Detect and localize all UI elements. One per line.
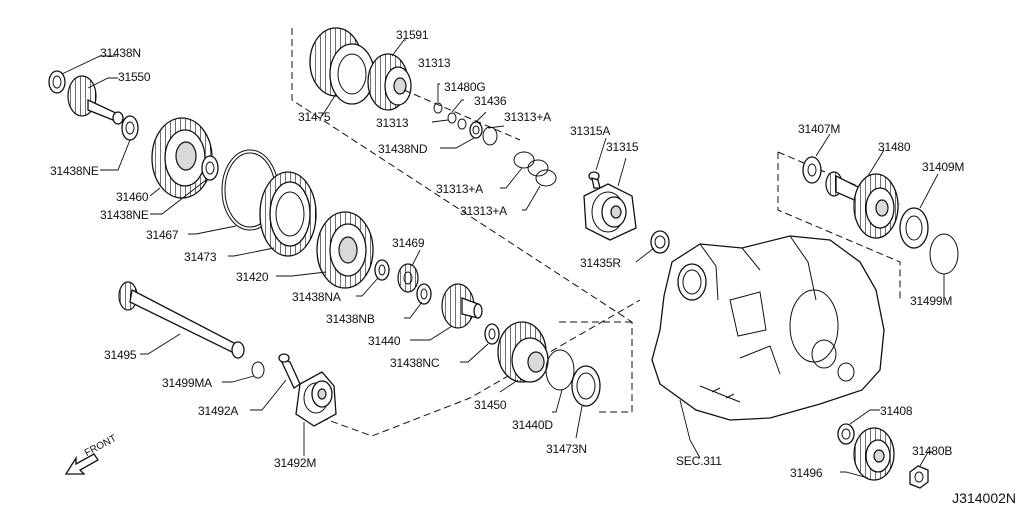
part-31469-gear [397, 263, 419, 293]
label-31408: 31408 [880, 404, 913, 418]
label-31438NB: 31438NB [326, 312, 375, 326]
label-31438ND: 31438ND [378, 142, 428, 156]
label-31440D: 31440D [512, 418, 553, 432]
label-31436: 31436 [474, 94, 507, 108]
label-31473: 31473 [184, 250, 217, 264]
part-31409M-bearing [899, 207, 929, 249]
label-31438NC: 31438NC [390, 356, 440, 370]
part-31496-gear [853, 427, 895, 481]
label-31435R: 31435R [580, 256, 621, 270]
label-31460: 31460 [116, 190, 149, 204]
part-31438NB-bearing [416, 283, 432, 305]
part-31591-gear [367, 53, 412, 111]
part-31435R-seal [650, 230, 670, 254]
label-31469: 31469 [392, 236, 425, 250]
part-31313-clips [433, 102, 467, 130]
transmission-case [651, 235, 885, 421]
part-31438NA-bearing [374, 259, 390, 281]
part-31473-plate [259, 171, 317, 257]
part-31550-pinion [67, 75, 124, 125]
label-31440: 31440 [368, 334, 401, 348]
label-31550: 31550 [118, 70, 151, 84]
part-31492A-bolt [278, 353, 301, 389]
part-31407M-bearing [802, 156, 822, 184]
part-31475-gear [309, 27, 375, 105]
front-arrow-icon [64, 453, 99, 475]
label-31313A-1: 31313+A [504, 110, 551, 124]
part-31438NE-bearing-b [201, 155, 219, 181]
label-31492M: 31492M [274, 456, 317, 470]
label-31438NA: 31438NA [292, 290, 341, 304]
center-dashed-guide [299, 299, 641, 437]
label-31315A: 31315A [570, 124, 611, 138]
part-31499MA-ring [251, 361, 265, 379]
part-31460-gear [151, 117, 213, 199]
label-31473N: 31473N [546, 442, 587, 456]
part-31492M-housing [295, 371, 337, 427]
label-31313A-2: 31313+A [436, 182, 483, 196]
label-31450: 31450 [474, 398, 507, 412]
part-31438ND-bearing [469, 121, 483, 139]
part-31499M-ring [929, 233, 959, 275]
label-31499M: 31499M [910, 294, 953, 308]
part-31438NC-bearing [484, 323, 500, 345]
label-31480B: 31480B [912, 444, 953, 458]
label-31499MA: 31499MA [162, 376, 212, 390]
label-31438N: 31438N [100, 46, 141, 60]
label-31492A: 31492A [198, 404, 239, 418]
label-31480G: 31480G [444, 80, 486, 94]
label-31495: 31495 [104, 348, 137, 362]
part-31436-ring [482, 126, 498, 146]
leader-lines [61, 39, 945, 479]
label-31313A-3: 31313+A [460, 204, 507, 218]
part-31438N-bearing [48, 70, 66, 94]
label-31313-mid: 31313 [376, 116, 409, 130]
part-31440D-ring [545, 349, 575, 391]
part-31313A-shims [513, 151, 557, 187]
part-31480B-nut [909, 465, 929, 489]
part-31450-gear [497, 321, 549, 383]
label-31313-top: 31313 [418, 56, 451, 70]
label-31438NE-b: 31438NE [100, 208, 149, 222]
diagram-code: J314002N [952, 490, 1016, 506]
label-31420: 31420 [236, 270, 269, 284]
part-31420-gear [316, 211, 374, 289]
label-31407M: 31407M [798, 122, 841, 136]
label-31315: 31315 [606, 140, 639, 154]
label-31480: 31480 [878, 140, 911, 154]
label-31475: 31475 [298, 110, 331, 124]
label-31438NE-a: 31438NE [50, 164, 99, 178]
part-31495-shaft [118, 281, 245, 359]
part-31440-gear [441, 283, 483, 329]
label-sec-311: SEC.311 [676, 454, 722, 468]
label-31467: 31467 [146, 228, 179, 242]
part-31315-housing [583, 183, 637, 241]
label-31409M: 31409M [922, 160, 965, 174]
label-31496: 31496 [790, 466, 823, 480]
part-31473N-bearing [571, 365, 601, 407]
part-31315A-bolt [588, 171, 601, 189]
label-31591: 31591 [396, 28, 429, 42]
part-31480-gear-shaft [825, 171, 899, 239]
part-31408-bearing [837, 423, 855, 445]
part-31438NE-bearing-a [121, 115, 139, 141]
upper-assembly-outline [291, 28, 633, 413]
upper-shaft-guide [403, 89, 521, 141]
